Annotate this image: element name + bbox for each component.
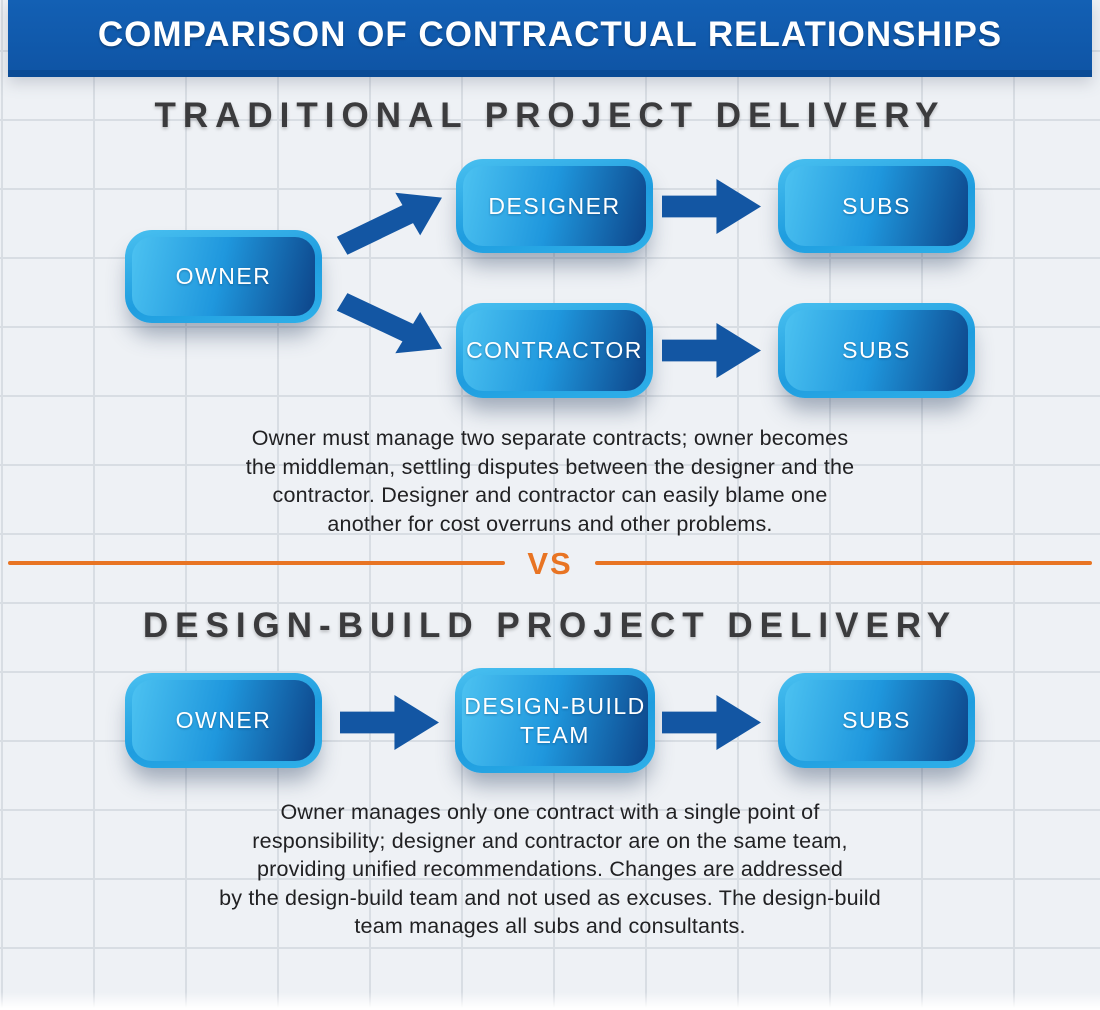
- node-contractor-label: CONTRACTOR: [463, 310, 646, 391]
- arrow-down-right-icon: [336, 292, 443, 354]
- divider-line-left: [8, 561, 506, 565]
- divider-line-right: [594, 561, 1093, 565]
- arrow-right-icon: [340, 693, 439, 752]
- node-owner-design-build-label: OWNER: [132, 680, 315, 761]
- header-banner: COMPARISON OF CONTRACTUAL RELATIONSHIPS: [8, 0, 1092, 77]
- node-subs-design-build: SUBS: [778, 673, 975, 768]
- node-subs-after-designer-label: SUBS: [785, 166, 968, 246]
- traditional-section-title: TRADITIONAL PROJECT DELIVERY: [154, 96, 946, 135]
- vs-label: VS: [527, 545, 573, 581]
- node-owner-traditional-label: OWNER: [132, 237, 315, 316]
- node-subs-design-build-label: SUBS: [785, 680, 968, 761]
- design-build-description: Owner manages only one contract with a s…: [219, 800, 881, 938]
- node-designer-label: DESIGNER: [463, 166, 646, 246]
- page-title: COMPARISON OF CONTRACTUAL RELATIONSHIPS: [97, 15, 1003, 54]
- node-designer: DESIGNER: [456, 159, 653, 253]
- design-build-section-title: DESIGN-BUILD PROJECT DELIVERY: [142, 606, 958, 645]
- node-owner-design-build: OWNER: [125, 673, 322, 768]
- vs-divider: VS: [8, 544, 1093, 582]
- node-subs-after-designer: SUBS: [778, 159, 975, 253]
- arrow-up-right-icon: [336, 192, 443, 256]
- arrow-right-icon: [662, 177, 761, 236]
- node-contractor: CONTRACTOR: [456, 303, 653, 398]
- node-owner-traditional: OWNER: [125, 230, 322, 323]
- node-subs-after-contractor: SUBS: [778, 303, 975, 398]
- arrow-right-icon: [662, 321, 761, 380]
- traditional-description: Owner must manage two separate contracts…: [245, 426, 855, 536]
- arrow-right-icon: [662, 693, 761, 752]
- node-subs-after-contractor-label: SUBS: [785, 310, 968, 391]
